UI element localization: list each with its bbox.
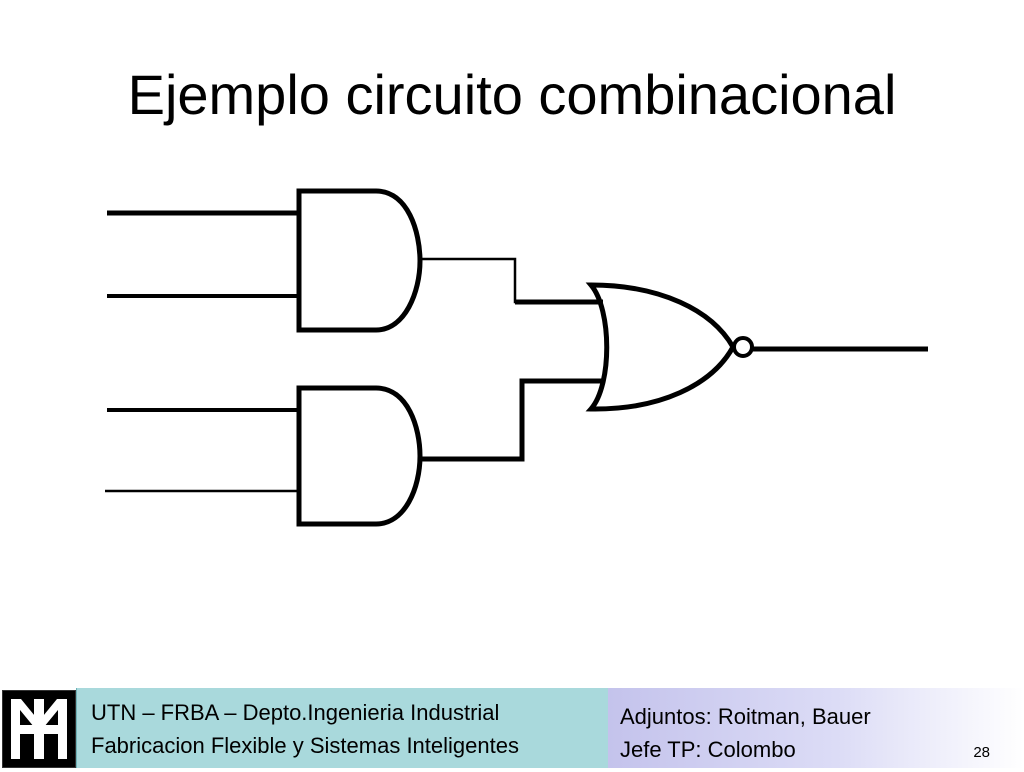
nor-inversion-bubble bbox=[732, 336, 754, 358]
nor-gate bbox=[585, 282, 736, 412]
slide-title: Ejemplo circuito combinacional bbox=[127, 63, 897, 126]
footer-course-line: Fabricacion Flexible y Sistemas Intelige… bbox=[91, 733, 519, 758]
footer-institution-line: UTN – FRBA – Depto.Ingenieria Industrial bbox=[91, 700, 500, 725]
and-gate-bottom bbox=[296, 385, 423, 527]
wire-and-top-to-nor bbox=[420, 257, 603, 304]
footer-jefe-tp-line: Jefe TP: Colombo bbox=[620, 737, 796, 762]
slide-footer: UTN – FRBA – Depto.Ingenieria Industrial… bbox=[0, 688, 1024, 768]
footer-adjuntos-line: Adjuntos: Roitman, Bauer bbox=[620, 704, 871, 729]
page-number: 28 bbox=[973, 744, 990, 761]
wire-and-bottom-to-nor bbox=[420, 378, 604, 462]
footer-staff-panel: Adjuntos: Roitman, Bauer Jefe TP: Colomb… bbox=[608, 688, 1024, 768]
and-gate-top bbox=[296, 188, 423, 333]
utn-logo-icon bbox=[2, 690, 76, 768]
footer-institution-panel: UTN – FRBA – Depto.Ingenieria Industrial… bbox=[76, 688, 608, 768]
